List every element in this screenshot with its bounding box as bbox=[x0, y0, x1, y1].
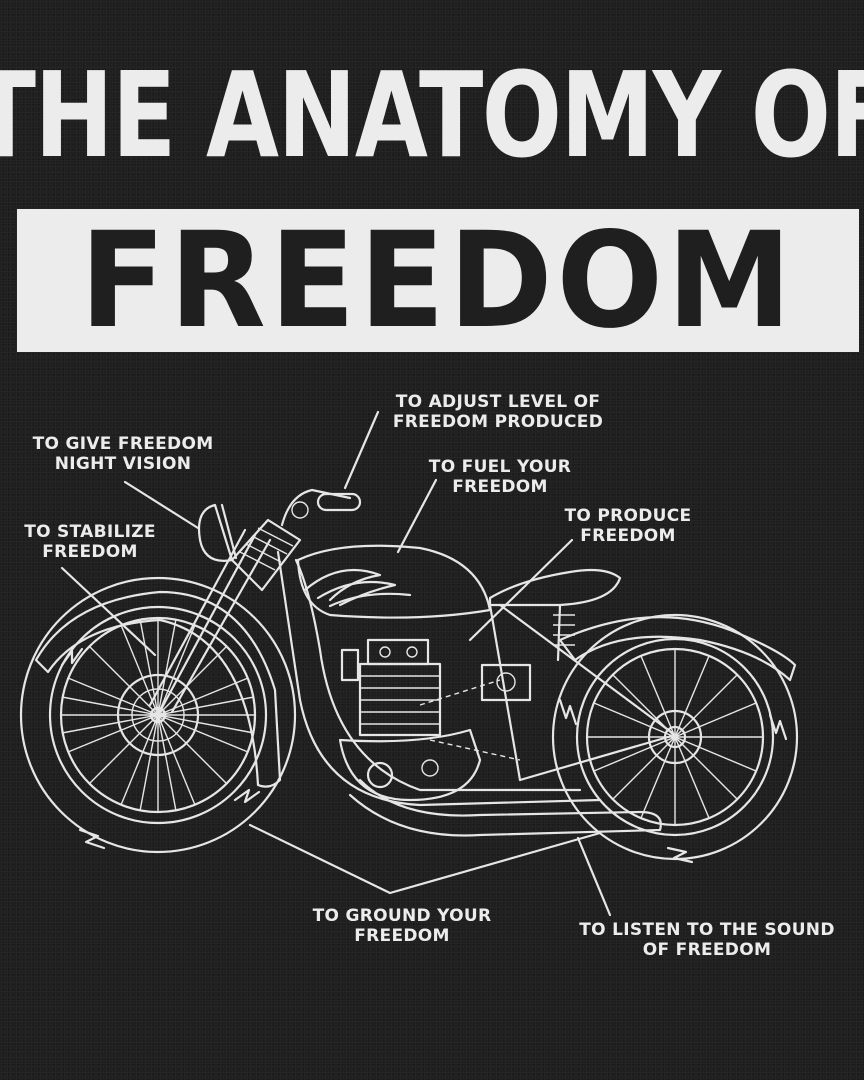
front-fork bbox=[148, 518, 302, 717]
rear-wheel bbox=[551, 613, 799, 864]
exhaust bbox=[348, 778, 662, 837]
label-fuel: TO FUEL YOUR FREEDOM bbox=[428, 457, 572, 497]
headlight bbox=[197, 503, 238, 562]
label-listen: TO LISTEN TO THE SOUND OF FREEDOM bbox=[579, 920, 835, 960]
front-fender bbox=[34, 590, 282, 788]
fuel-tank bbox=[296, 544, 492, 619]
label-stabilize: TO STABILIZE FREEDOM bbox=[24, 522, 156, 562]
label-night-vision: TO GIVE FREEDOM NIGHT VISION bbox=[32, 434, 214, 474]
label-ground: TO GROUND YOUR FREEDOM bbox=[312, 906, 492, 946]
engine bbox=[338, 638, 532, 802]
handlebar bbox=[280, 488, 362, 527]
headline-top: THE ANATOMY OF bbox=[0, 46, 864, 184]
seat bbox=[488, 568, 622, 662]
label-produce: TO PRODUCE FREEDOM bbox=[564, 506, 692, 546]
headline-banner: FREEDOM bbox=[17, 209, 859, 352]
headline-freedom: FREEDOM bbox=[80, 203, 796, 358]
label-adjust: TO ADJUST LEVEL OF FREEDOM PRODUCED bbox=[392, 392, 604, 432]
callout-lines bbox=[60, 410, 612, 917]
rear-fender bbox=[558, 616, 797, 682]
frame bbox=[276, 550, 677, 807]
